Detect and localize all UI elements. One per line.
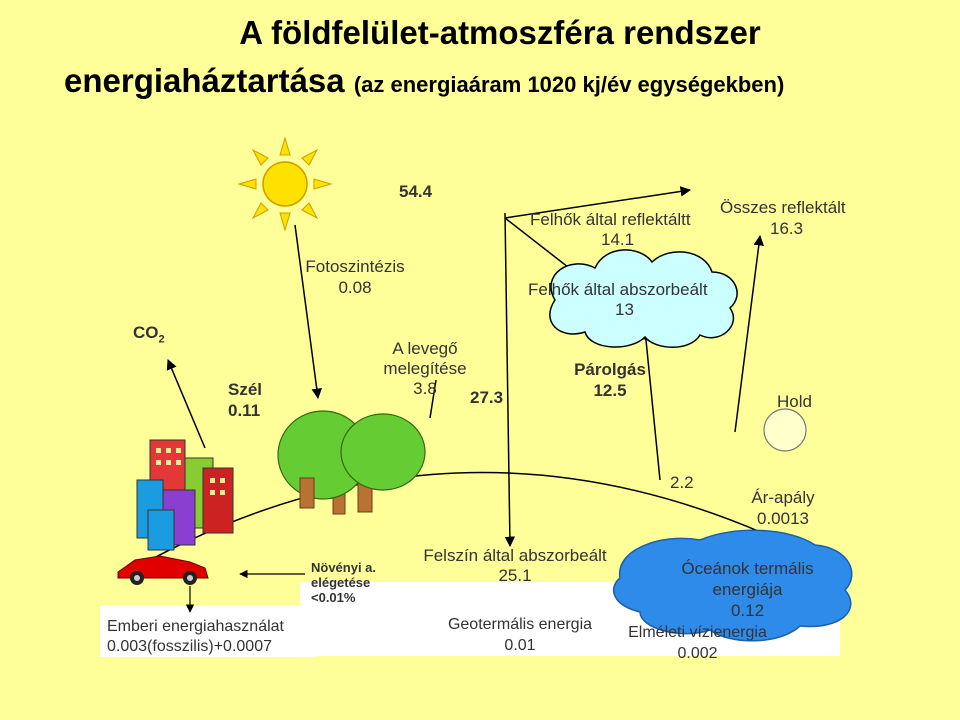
surface-absorbed-label: Felszín által abszorbeált: [423, 546, 607, 565]
cloud-absorbed-value: 13: [615, 300, 634, 319]
cloud-absorbed-label: Felhők által abszorbeált: [528, 280, 708, 299]
wind-value: 0.11: [228, 401, 261, 420]
moon-icon: [763, 408, 807, 452]
city-buildings-icon: [136, 439, 234, 551]
plant-burn-line1: Növényi a.: [311, 560, 377, 575]
photosynthesis-arrow: [294, 224, 322, 400]
page-subtitle: energiaháztartása (az energiaáram 1020 k…: [64, 62, 784, 100]
tide-label: Ár-apály: [751, 488, 815, 507]
ocean-thermal-value: 0.12: [730, 601, 765, 620]
solar-input-arrow: [504, 212, 516, 548]
value-22: 2.2: [670, 473, 694, 492]
air-heating-arrow: [429, 379, 437, 419]
ocean-thermal-blob: [612, 529, 853, 642]
cloud-reflected-value: 14.1: [601, 230, 635, 249]
ground-band-left: [100, 605, 315, 657]
solar-value: 54.4: [399, 182, 433, 201]
co2-subscript: 2: [158, 333, 165, 346]
plant-burn-line3: <0.01%: [311, 590, 356, 605]
geothermal-value: 0.01: [504, 637, 536, 654]
value-27: 27.3: [470, 388, 504, 407]
human-energy-value: 0.003(fosszilis)+0.0007: [107, 638, 272, 655]
moon-label: Hold: [777, 392, 812, 411]
photosynthesis-label: Fotoszintézis: [305, 257, 405, 276]
solar-to-cloud-arrow: [504, 186, 692, 219]
ocean-thermal-line1: Óceánok termális: [681, 559, 814, 578]
human-energy-label: Emberi energiahasználat: [107, 618, 284, 635]
surface-absorbed-value: 25.1: [498, 566, 532, 585]
hydro-label: Elméleti vízienergia: [628, 624, 767, 641]
evaporation-label: Párolgás: [574, 360, 646, 379]
total-reflected-label: Összes reflektált: [720, 198, 846, 217]
evaporation-value: 12.5: [593, 381, 627, 400]
evaporation-arrow: [640, 328, 661, 481]
ocean-thermal-line2: energiája: [712, 580, 783, 599]
cloud-icon: [549, 249, 738, 348]
title-units: (az energiaáram 1020 kj/év egységekben): [353, 72, 785, 97]
total-reflected-value: 16.3: [770, 219, 804, 238]
wind-label: Szél: [228, 380, 263, 399]
sun-icon: [237, 136, 333, 232]
photosynthesis-value: 0.08: [338, 278, 372, 297]
title-main: energiaháztartása: [64, 62, 345, 99]
car-icon: [117, 555, 209, 585]
co2-arrow: [166, 359, 206, 449]
air-heating-value: 3.8: [413, 379, 437, 398]
tide-value: 0.0013: [757, 509, 809, 528]
geothermal-label: Geotermális energia: [447, 616, 593, 633]
air-heating-line2: melegítése: [383, 359, 467, 378]
co2-label: CO2: [133, 323, 165, 349]
air-heating-line1: A levegő: [392, 339, 458, 358]
earth-horizon-arc: [149, 471, 821, 561]
hydro-value: 0.002: [677, 645, 718, 662]
trees-icon: [277, 410, 426, 515]
co2-text: CO: [133, 323, 159, 342]
page-title: A földfelület-atmoszféra rendszer: [239, 14, 761, 51]
plant-burn-line2: elégetése: [311, 575, 371, 590]
cloud-reflected-label: Felhők által reflektáltt: [530, 210, 691, 229]
total-reflected-arrow: [734, 234, 765, 433]
